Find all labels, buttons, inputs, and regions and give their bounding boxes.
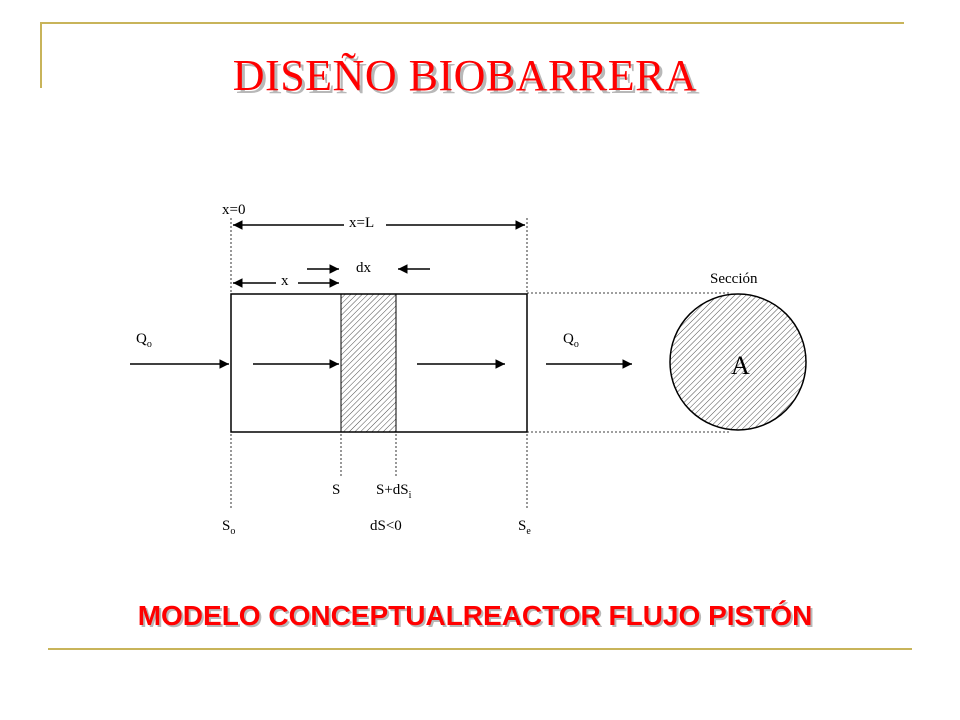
decorative-rule-left (40, 22, 42, 88)
label-s-ds: S+dSi (376, 482, 412, 501)
decorative-rule-bottom (48, 648, 912, 650)
slide-title: DISEÑO BIOBARRERA (232, 51, 698, 100)
label-x-zero: x=0 (222, 202, 245, 218)
slice-dx (340, 293, 397, 433)
label-s-out: Se (518, 518, 531, 537)
label-x-length: x=L (349, 215, 374, 231)
label-x: x (281, 273, 289, 289)
slide-subtitle: MODELO CONCEPTUALREACTOR FLUJO PISTÓN (137, 600, 813, 631)
label-s: S (332, 482, 340, 498)
section-circle (669, 293, 807, 431)
label-s-in: So (222, 518, 235, 537)
decorative-rule-top (40, 22, 904, 24)
label-dx: dx (356, 260, 372, 276)
label-flow-in: Qo (136, 331, 152, 350)
reactor-body (230, 293, 528, 433)
label-section: Sección (710, 271, 758, 287)
label-area: A (731, 351, 750, 380)
label-ds-negative: dS<0 (370, 518, 402, 534)
label-flow-out: Qo (563, 331, 579, 350)
